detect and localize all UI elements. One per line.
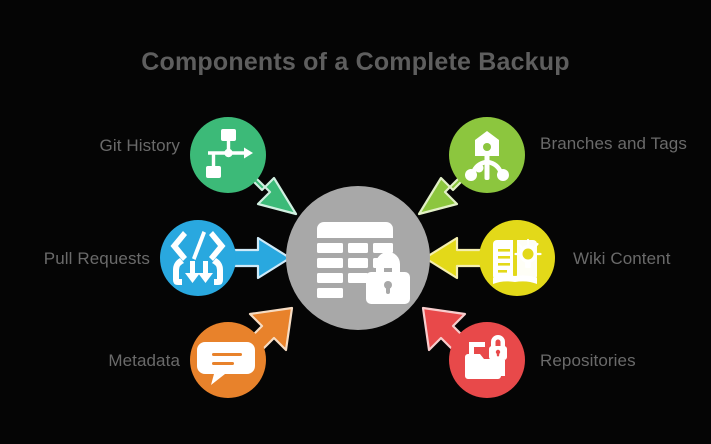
node-label-git-history: Git History xyxy=(99,136,180,155)
node-branches-and-tags[interactable] xyxy=(449,117,525,193)
comment-icon xyxy=(197,342,255,385)
node-label-metadata: Metadata xyxy=(108,351,180,370)
node-label-branches-and-tags: Branches and Tags xyxy=(540,134,687,153)
node-label-wiki-content: Wiki Content xyxy=(573,249,671,268)
node-label-pull-requests: Pull Requests xyxy=(43,249,150,268)
node-metadata[interactable] xyxy=(190,322,266,398)
node-wiki-content[interactable] xyxy=(479,220,555,296)
node-repositories[interactable] xyxy=(449,322,525,398)
node-pull-requests[interactable] xyxy=(160,220,236,296)
page-title: Components of a Complete Backup xyxy=(141,48,570,76)
node-git-history[interactable] xyxy=(190,117,266,193)
code-branch-tree-icon xyxy=(465,131,509,181)
code-pull-request-icon xyxy=(170,231,226,285)
node-pull-requests-circle xyxy=(160,220,236,296)
node-label-repositories: Repositories xyxy=(540,351,636,370)
table-lock-icon xyxy=(317,222,410,304)
book-lightbulb-icon xyxy=(493,238,542,284)
folder-lock-icon xyxy=(465,335,507,379)
sitemap-icon xyxy=(206,129,253,178)
center-node-backup[interactable] xyxy=(286,186,430,330)
